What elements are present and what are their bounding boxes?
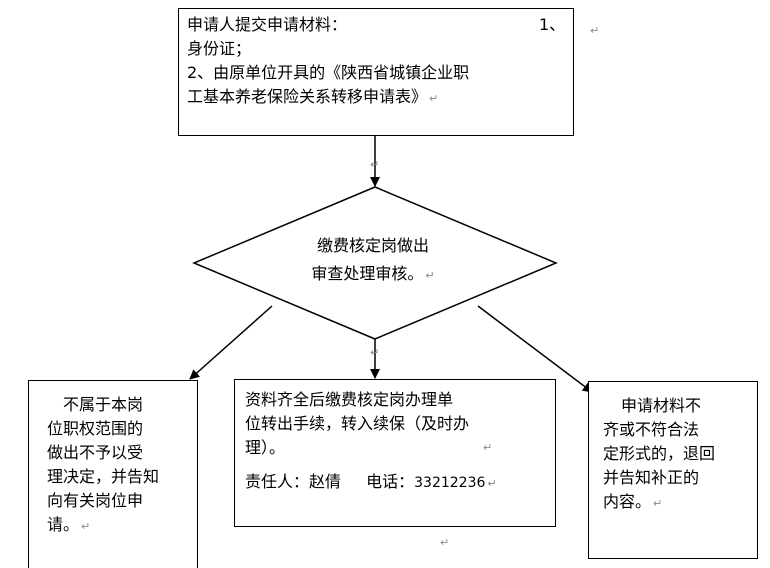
top-line-3: 2、由原单位开具的《陕西省城镇企业职 — [187, 63, 470, 82]
decision-text: 缴费核定岗做出 审查处理审核。↵ — [258, 232, 488, 290]
center-line-1: 资料齐全后缴费核定岗办理单 — [245, 390, 454, 409]
phone-number: 33212236 — [414, 475, 486, 491]
top-line-1: 申请人提交申请材料： — [187, 15, 348, 34]
paragraph-mark-icon: ↵ — [370, 158, 380, 171]
paragraph-mark-icon: ↵ — [487, 477, 497, 490]
right-line-1: 申请材料不 — [621, 396, 702, 415]
paragraph-mark-icon: ↵ — [81, 520, 91, 533]
left-line-1: 不属于本岗 — [63, 395, 144, 414]
left-line-5: 向有关岗位申 — [47, 491, 144, 510]
arrow-decision-to-right — [477, 305, 593, 393]
decision-line-1: 缴费核定岗做出 — [316, 236, 429, 255]
paragraph-mark-icon: ↵ — [483, 441, 493, 454]
right-line-5: 内容。 — [603, 492, 652, 511]
right-line-4: 并告知补正的 — [603, 468, 700, 487]
right-line-3: 定形式的，退回 — [603, 444, 716, 463]
paragraph-mark-icon: ↵ — [370, 346, 380, 359]
top-line-4: 工基本养老保险关系转移申请表》 — [187, 87, 428, 106]
top-line-2: 身份证； — [187, 39, 252, 58]
paragraph-mark-icon: ↵ — [440, 536, 450, 549]
submit-materials-box: 申请人提交申请材料： 1、 身份证； 2、由原单位开具的《陕西省城镇企业职 工基… — [178, 8, 574, 136]
paragraph-mark-icon: ↵ — [429, 92, 439, 105]
right-line-2: 齐或不符合法 — [603, 420, 700, 439]
left-line-4: 理决定，并告知 — [47, 467, 160, 486]
responsible-person: 责任人：赵倩 — [245, 472, 342, 491]
phone-label: 电话： — [366, 472, 415, 491]
reject-outside-scope-box: 不属于本岗 位职权范围的 做出不予以受 理决定，并告知 向有关岗位申 请。↵ — [28, 380, 198, 568]
left-line-3: 做出不予以受 — [47, 443, 144, 462]
center-line-2: 位转出手续，转入续保（及时办 — [245, 414, 470, 433]
center-line-3: 理）。 — [245, 438, 286, 457]
paragraph-mark-icon: ↵ — [590, 24, 600, 37]
paragraph-mark-icon: ↵ — [425, 269, 435, 282]
top-line-1b: 1、 — [539, 15, 566, 34]
arrow-decision-to-left — [189, 305, 273, 380]
return-for-correction-box: 申请材料不 齐或不符合法 定形式的，退回 并告知补正的 内容。↵ — [588, 381, 758, 559]
decision-line-2: 审查处理审核。 — [311, 264, 424, 283]
left-line-6: 请。 — [47, 515, 80, 534]
left-line-2: 位职权范围的 — [47, 419, 144, 438]
paragraph-mark-icon: ↵ — [653, 497, 663, 510]
process-transfer-box: 资料齐全后缴费核定岗办理单 位转出手续，转入续保（及时办 理）。 ↵ 责任人：赵… — [234, 379, 556, 527]
